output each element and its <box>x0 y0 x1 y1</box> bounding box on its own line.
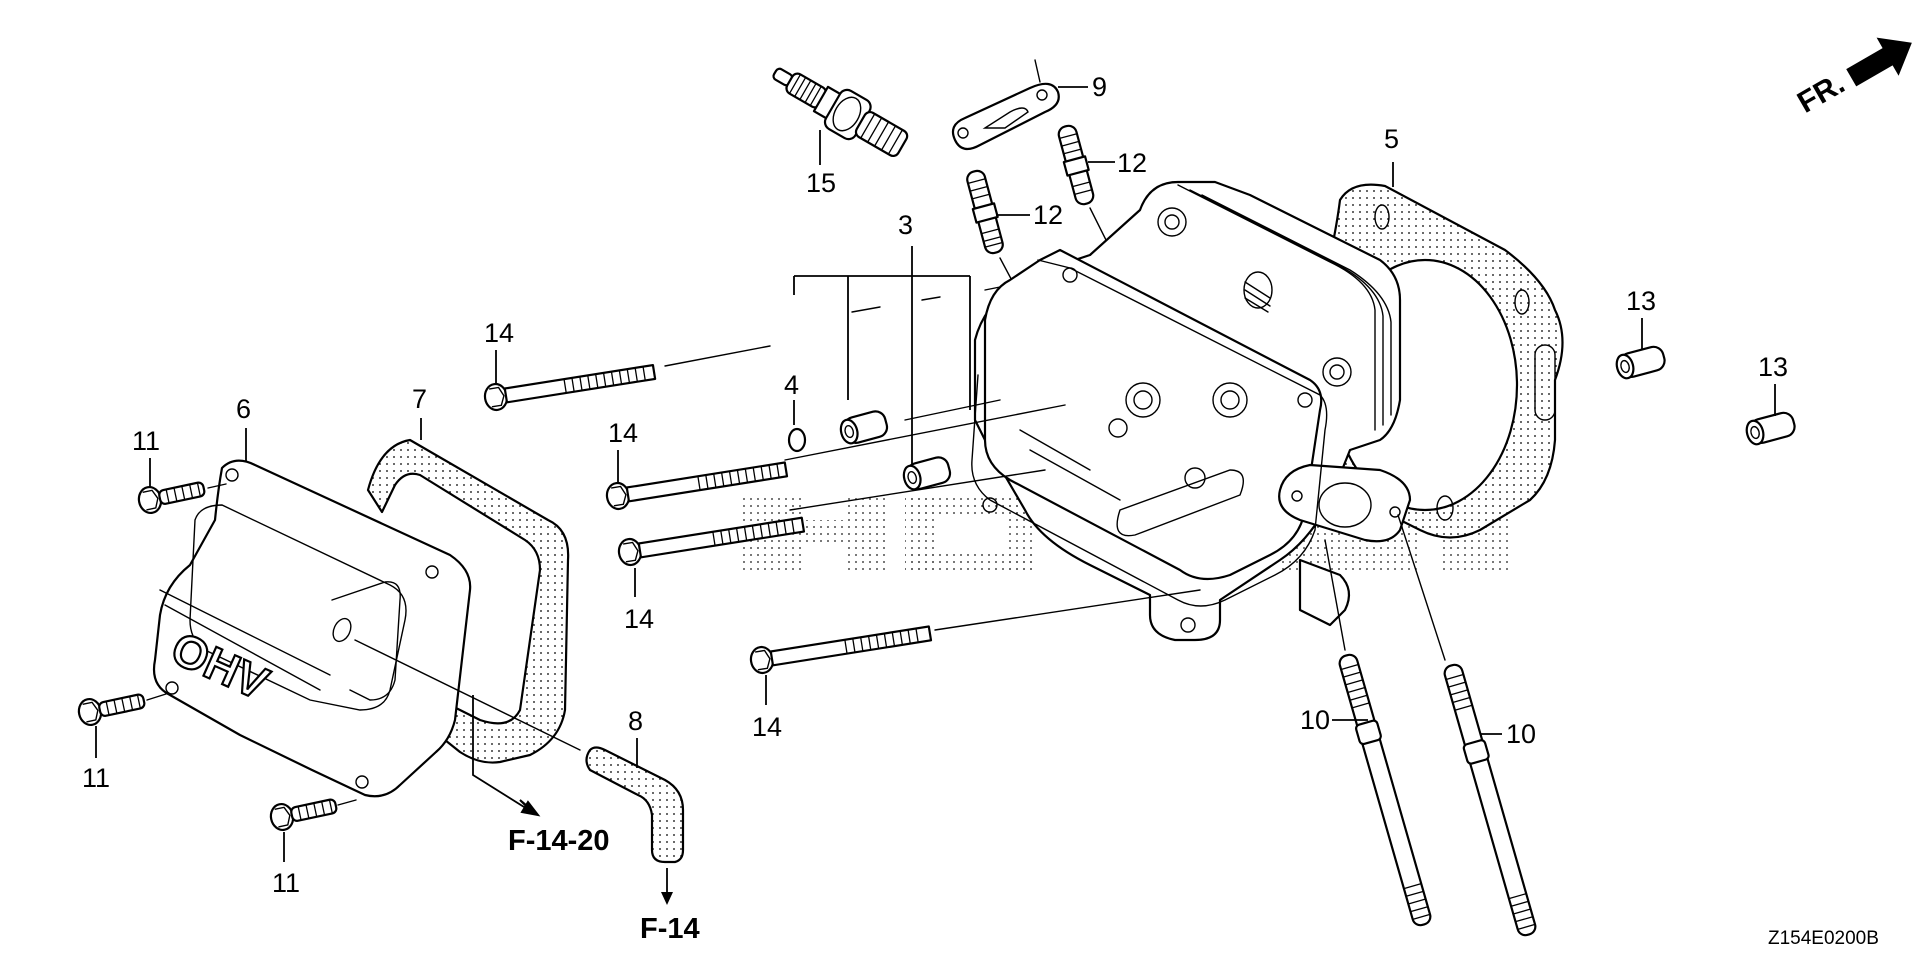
spark-plug[interactable] <box>764 53 913 165</box>
diagram-code: Z154E0200B <box>1768 928 1879 949</box>
dowel-pin-1[interactable] <box>1614 345 1667 381</box>
breather-tube[interactable] <box>585 746 685 864</box>
callout-11-b[interactable]: 11 <box>82 763 110 793</box>
stud-bolt-exhaust-upper[interactable] <box>1055 124 1097 207</box>
callout-14-b[interactable]: 14 <box>608 418 638 448</box>
callout-13-b[interactable]: 13 <box>1758 352 1788 382</box>
head-cover[interactable]: OHV <box>152 459 472 798</box>
callout-9[interactable]: 9 <box>1092 72 1107 102</box>
callout-5[interactable]: 5 <box>1384 124 1399 154</box>
callout-3[interactable]: 3 <box>898 210 913 240</box>
head-bolt-2[interactable] <box>604 457 789 512</box>
callout-12-upper[interactable]: 12 <box>1117 148 1147 178</box>
callout-15[interactable]: 15 <box>806 168 836 198</box>
stud-bolt-exhaust-lower[interactable] <box>964 169 1007 256</box>
callout-10-a[interactable]: 10 <box>1300 705 1330 735</box>
callout-11-c[interactable]: 11 <box>272 868 300 898</box>
front-direction-indicator: FR. <box>1792 37 1912 120</box>
callout-6[interactable]: 6 <box>236 394 251 424</box>
stud-bolt-long-2[interactable] <box>1441 662 1539 937</box>
callout-12-lower[interactable]: 12 <box>1033 200 1063 230</box>
callout-8[interactable]: 8 <box>628 706 643 736</box>
callout-13-a[interactable]: 13 <box>1626 286 1656 316</box>
dowel-pin-head-lower[interactable] <box>901 455 952 492</box>
stud-bolt-long-1[interactable] <box>1336 652 1434 927</box>
callout-bracket-3-4 <box>793 246 1001 470</box>
arrow-down-icon <box>661 892 673 905</box>
cover-bolt-1[interactable] <box>135 476 207 517</box>
cylinder-head[interactable] <box>971 180 1412 642</box>
dowel-pin-head-upper[interactable] <box>838 409 889 446</box>
front-direction-label: FR. <box>1792 67 1850 120</box>
callout-14-a[interactable]: 14 <box>484 318 514 348</box>
callout-4[interactable]: 4 <box>784 370 799 400</box>
ref-label-f-14-20[interactable]: F-14-20 <box>508 825 610 857</box>
cover-bolt-3[interactable] <box>267 793 339 834</box>
callout-11-a[interactable]: 11 <box>132 426 160 456</box>
callout-7[interactable]: 7 <box>412 384 427 414</box>
head-bolt-3[interactable] <box>616 512 806 568</box>
front-direction-arrow-icon <box>1846 37 1912 87</box>
exhaust-gasket[interactable] <box>951 82 1060 151</box>
cross-reference-f-14[interactable]: F-14 <box>640 868 700 945</box>
callout-10-b[interactable]: 10 <box>1506 719 1536 749</box>
dowel-pin-2[interactable] <box>1744 411 1797 447</box>
cross-reference-f-14-20[interactable]: F-14-20 <box>472 695 610 857</box>
head-bolt-4[interactable] <box>748 621 933 676</box>
cover-bolt-2[interactable] <box>75 688 147 729</box>
ref-label-f-14[interactable]: F-14 <box>640 913 700 945</box>
head-bolt-1[interactable] <box>482 359 657 413</box>
callout-14-d[interactable]: 14 <box>752 712 782 742</box>
callout-14-c[interactable]: 14 <box>624 604 654 634</box>
o-ring[interactable] <box>787 427 807 453</box>
